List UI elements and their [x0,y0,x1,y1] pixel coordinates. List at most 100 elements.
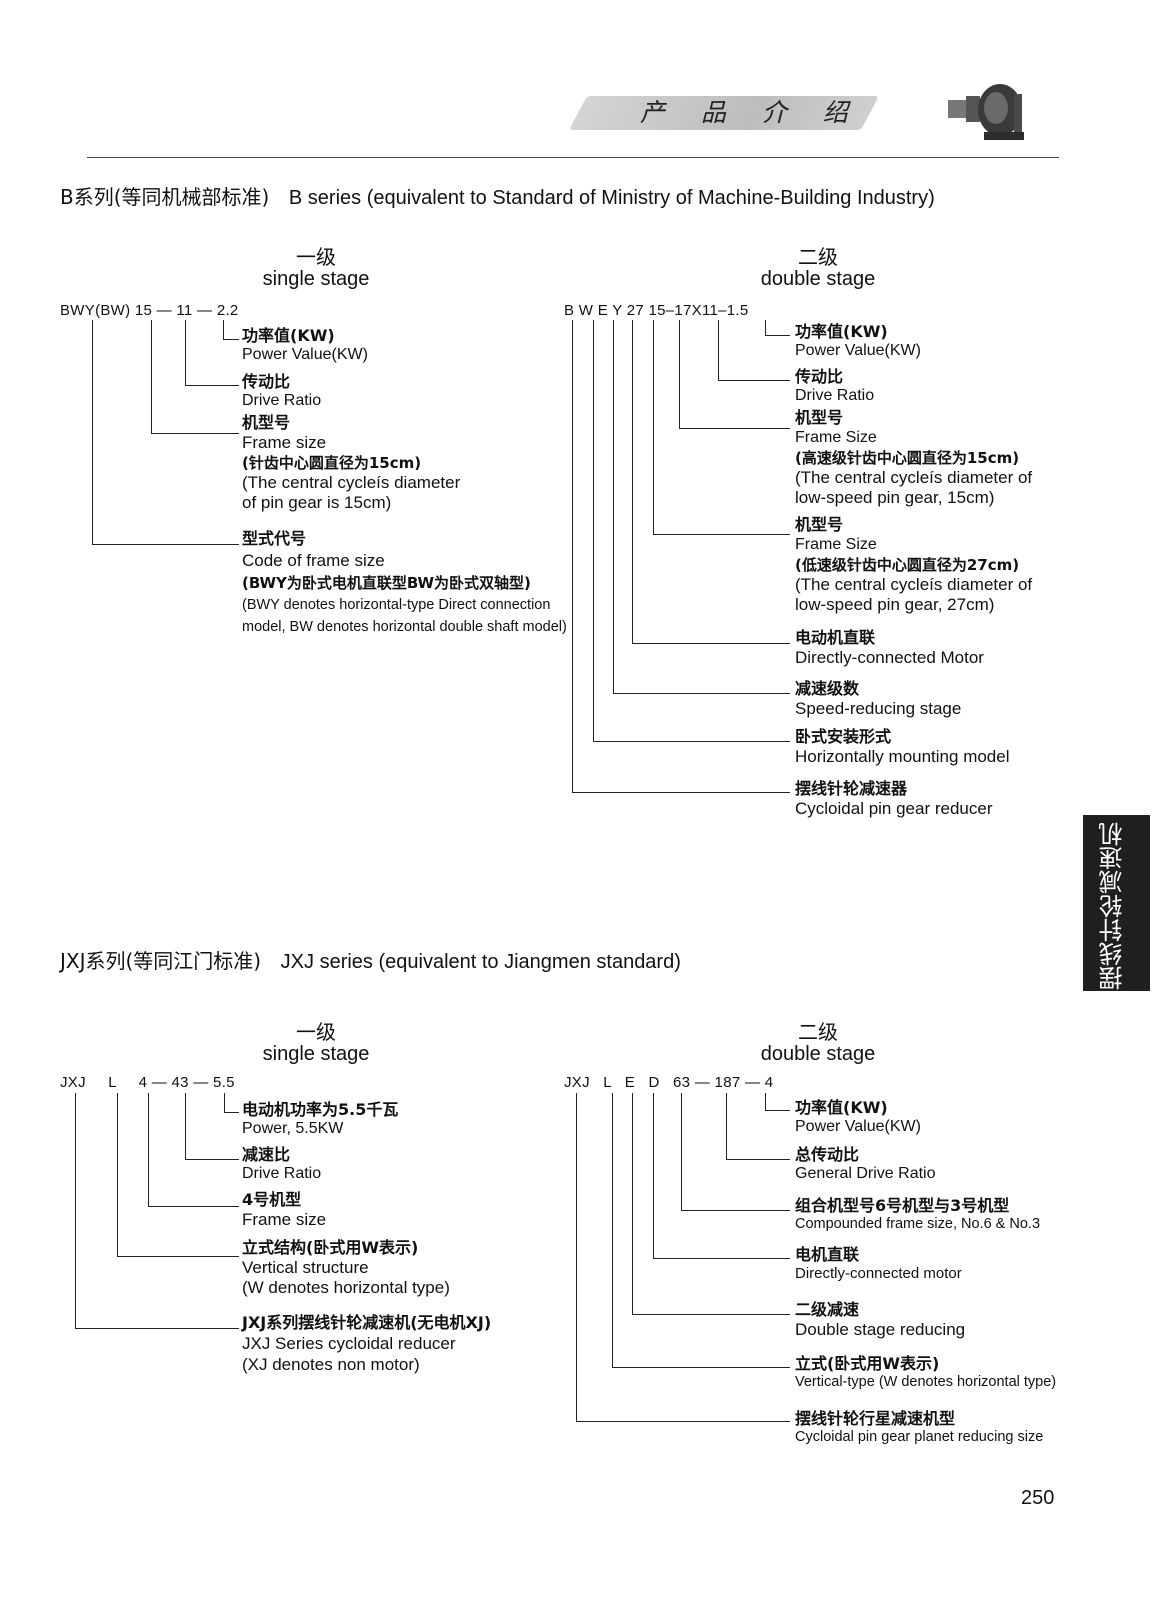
item-en: Frame Size [795,428,1032,448]
stage-zh: 二级 [718,246,918,268]
b-double-item-mounting: 卧式安装形式 Horizontally mounting model [795,723,1010,767]
leader-line [185,320,186,386]
item-zh: 卧式安装形式 [795,723,1010,747]
leader-line [572,320,573,793]
item-zh2: (BWY为卧式电机直联型BW为卧式双轴型) [242,572,567,594]
leader-line [117,1093,118,1257]
stage-en: double stage [718,1043,918,1065]
item-en: Frame Size [795,535,1032,555]
b-series-title-zh: B系列(等同机械部标准) [60,185,269,209]
item-en2: (XJ denotes non motor) [242,1354,491,1375]
item-en: Frame size [242,433,460,453]
item-en2: (The central cycleís diameter [242,473,460,493]
item-en: Code of frame size [242,550,567,572]
gear-reducer-icon [944,76,1032,144]
item-en3: model, BW denotes horizontal double shaf… [242,616,567,638]
leader-line [148,1093,149,1207]
item-zh: 功率值(KW) [795,318,921,342]
leader-line [151,433,239,434]
jxj-double-item-ratio: 总传动比 General Drive Ratio [795,1141,936,1183]
leader-line [681,1093,682,1211]
item-zh2: (高速级针齿中心圆直径为15cm) [795,448,1032,468]
leader-line [726,1093,727,1160]
item-en: Horizontally mounting model [795,747,1010,767]
stage-zh: 一级 [216,246,416,268]
item-zh: 减速比 [242,1141,321,1165]
item-en2: (W denotes horizontal type) [242,1278,450,1298]
item-en: Power Value(KW) [242,346,368,364]
item-zh2: (低速级针齿中心圆直径为27cm) [795,555,1032,575]
leader-line [765,1093,766,1111]
item-zh: 型式代号 [242,528,567,550]
jxj-double-stage-header: 二级 double stage [718,1021,918,1065]
b-double-item-stage: 减速级数 Speed-reducing stage [795,675,961,719]
item-zh: 二级减速 [795,1296,965,1320]
item-en2: (The central cycleís diameter of [795,575,1032,595]
leader-line [117,1256,239,1257]
item-zh: 传动比 [795,363,874,387]
item-zh: 机型号 [795,515,1032,535]
item-en: Drive Ratio [242,392,321,410]
item-en3: of pin gear is 15cm) [242,493,460,513]
leader-line [613,693,790,694]
leader-line [185,385,239,386]
stage-en: double stage [718,268,918,290]
stage-zh: 一级 [216,1021,416,1043]
item-zh: 功率值(KW) [795,1094,921,1118]
jxj-double-item-motor: 电机直联 Directly-connected motor [795,1241,962,1282]
leader-line [632,1093,633,1315]
leader-line [679,320,680,429]
item-zh: 摆线针轮行星减速机型 [795,1405,1043,1429]
item-zh: 立式结构(卧式用W表示) [242,1238,450,1258]
leader-line [653,534,790,535]
item-en: Vertical-type (W denotes horizontal type… [795,1374,1056,1390]
jxj-single-item-power: 电动机功率为5.5千瓦 Power, 5.5KW [242,1096,398,1138]
leader-line [653,1258,790,1259]
item-en: Directly-connected Motor [795,648,984,668]
leader-line [726,1159,790,1160]
item-zh: 电动机功率为5.5千瓦 [242,1096,398,1120]
item-en: Power Value(KW) [795,1118,921,1136]
b-series-title: B系列(等同机械部标准) B series (equivalent to Sta… [60,181,935,210]
item-en: Vertical structure [242,1258,450,1278]
item-en: Power Value(KW) [795,342,921,360]
b-single-item-ratio: 传动比 Drive Ratio [242,368,321,410]
item-zh: 总传动比 [795,1141,936,1165]
leader-line [679,428,790,429]
item-zh: 减速级数 [795,675,961,699]
leader-line [653,320,654,535]
leader-line [572,792,790,793]
b-single-item-power: 功率值(KW) Power Value(KW) [242,322,368,364]
item-en: Directly-connected motor [795,1265,962,1282]
banner-title: 产 品 介 绍 [640,96,862,130]
leader-line [151,320,152,434]
b-double-item-frame-low: 机型号 Frame Size (低速级针齿中心圆直径为27cm) (The ce… [795,515,1032,615]
side-tab-label: 摆线针轮减速机 [1100,822,1134,990]
b-double-stage-header: 二级 double stage [718,246,918,290]
item-zh: 组合机型号6号机型与3号机型 [795,1192,1040,1216]
item-zh: 立式(卧式用W表示) [795,1350,1056,1374]
leader-line [632,1314,790,1315]
jxj-double-item-stage: 二级减速 Double stage reducing [795,1296,965,1340]
leader-line [632,643,790,644]
b-single-stage-header: 一级 single stage [216,246,416,290]
item-en: JXJ Series cycloidal reducer [242,1333,491,1354]
item-en: Drive Ratio [242,1165,321,1183]
jxj-double-code: JXJ L E D 63 — 187 — 4 [564,1074,773,1091]
jxj-series-title-en: JXJ series (equivalent to Jiangmen stand… [281,951,681,973]
leader-line [185,1093,186,1160]
leader-line [718,320,719,381]
leader-line [148,1206,239,1207]
item-en: Cycloidal pin gear reducer [795,799,993,819]
b-series-title-en: B series (equivalent to Standard of Mini… [289,187,935,209]
jxj-single-item-frame: 4号机型 Frame size [242,1186,326,1230]
leader-line [92,544,239,545]
stage-zh: 二级 [718,1021,918,1043]
leader-line [576,1421,790,1422]
item-en: Frame size [242,1210,326,1230]
item-zh: 电动机直联 [795,624,984,648]
stage-en: single stage [216,268,416,290]
item-en2: (The central cycleís diameter of [795,468,1032,488]
jxj-single-item-structure: 立式结构(卧式用W表示) Vertical structure (W denot… [242,1238,450,1298]
item-zh: 机型号 [795,408,1032,428]
